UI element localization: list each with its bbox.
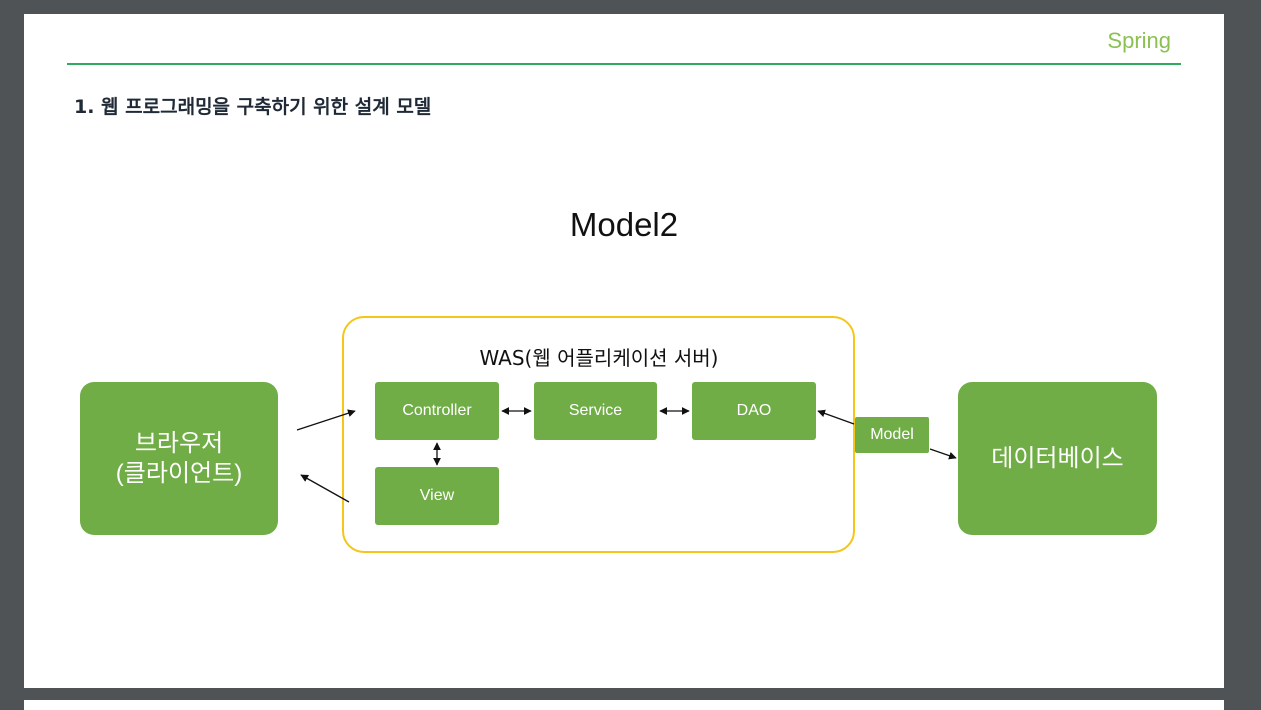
- model-box: Model: [855, 417, 929, 453]
- model-label: Model: [870, 426, 914, 443]
- client-label-line2: (클라이언트): [115, 459, 243, 487]
- dao-box: DAO: [692, 382, 816, 440]
- service-label: Service: [568, 402, 623, 419]
- dao-label: DAO: [736, 402, 772, 419]
- service-box: Service: [534, 382, 657, 440]
- arrow-model-to-database: [929, 448, 957, 460]
- client-label-line1: 브라우저: [134, 429, 224, 457]
- view-label: View: [419, 487, 455, 504]
- arrow-client-to-controller: [296, 409, 356, 431]
- diagram-title: Model2: [569, 206, 679, 243]
- arrow-model-to-dao: [817, 409, 855, 425]
- connector-arrows: [296, 407, 957, 503]
- next-slide-edge: [24, 700, 1224, 710]
- header-rule: [67, 63, 1181, 65]
- database-label: 데이터베이스: [991, 444, 1124, 472]
- client-box: 브라우저 (클라이언트): [80, 382, 278, 535]
- slide: Spring 1. 웹 프로그래밍을 구축하기 위한 설계 모델 Model2 …: [24, 14, 1224, 688]
- view-box: View: [375, 467, 499, 525]
- was-container: [342, 316, 855, 553]
- was-label: WAS(웹 어플리케이션 서버): [479, 346, 719, 370]
- database-box: 데이터베이스: [958, 382, 1157, 535]
- controller-label: Controller: [402, 402, 472, 419]
- slide-heading: 1. 웹 프로그래밍을 구축하기 위한 설계 모델: [74, 96, 432, 118]
- arrow-view-to-client: [300, 474, 350, 503]
- controller-box: Controller: [375, 382, 499, 440]
- brand-label: Spring: [1107, 28, 1171, 53]
